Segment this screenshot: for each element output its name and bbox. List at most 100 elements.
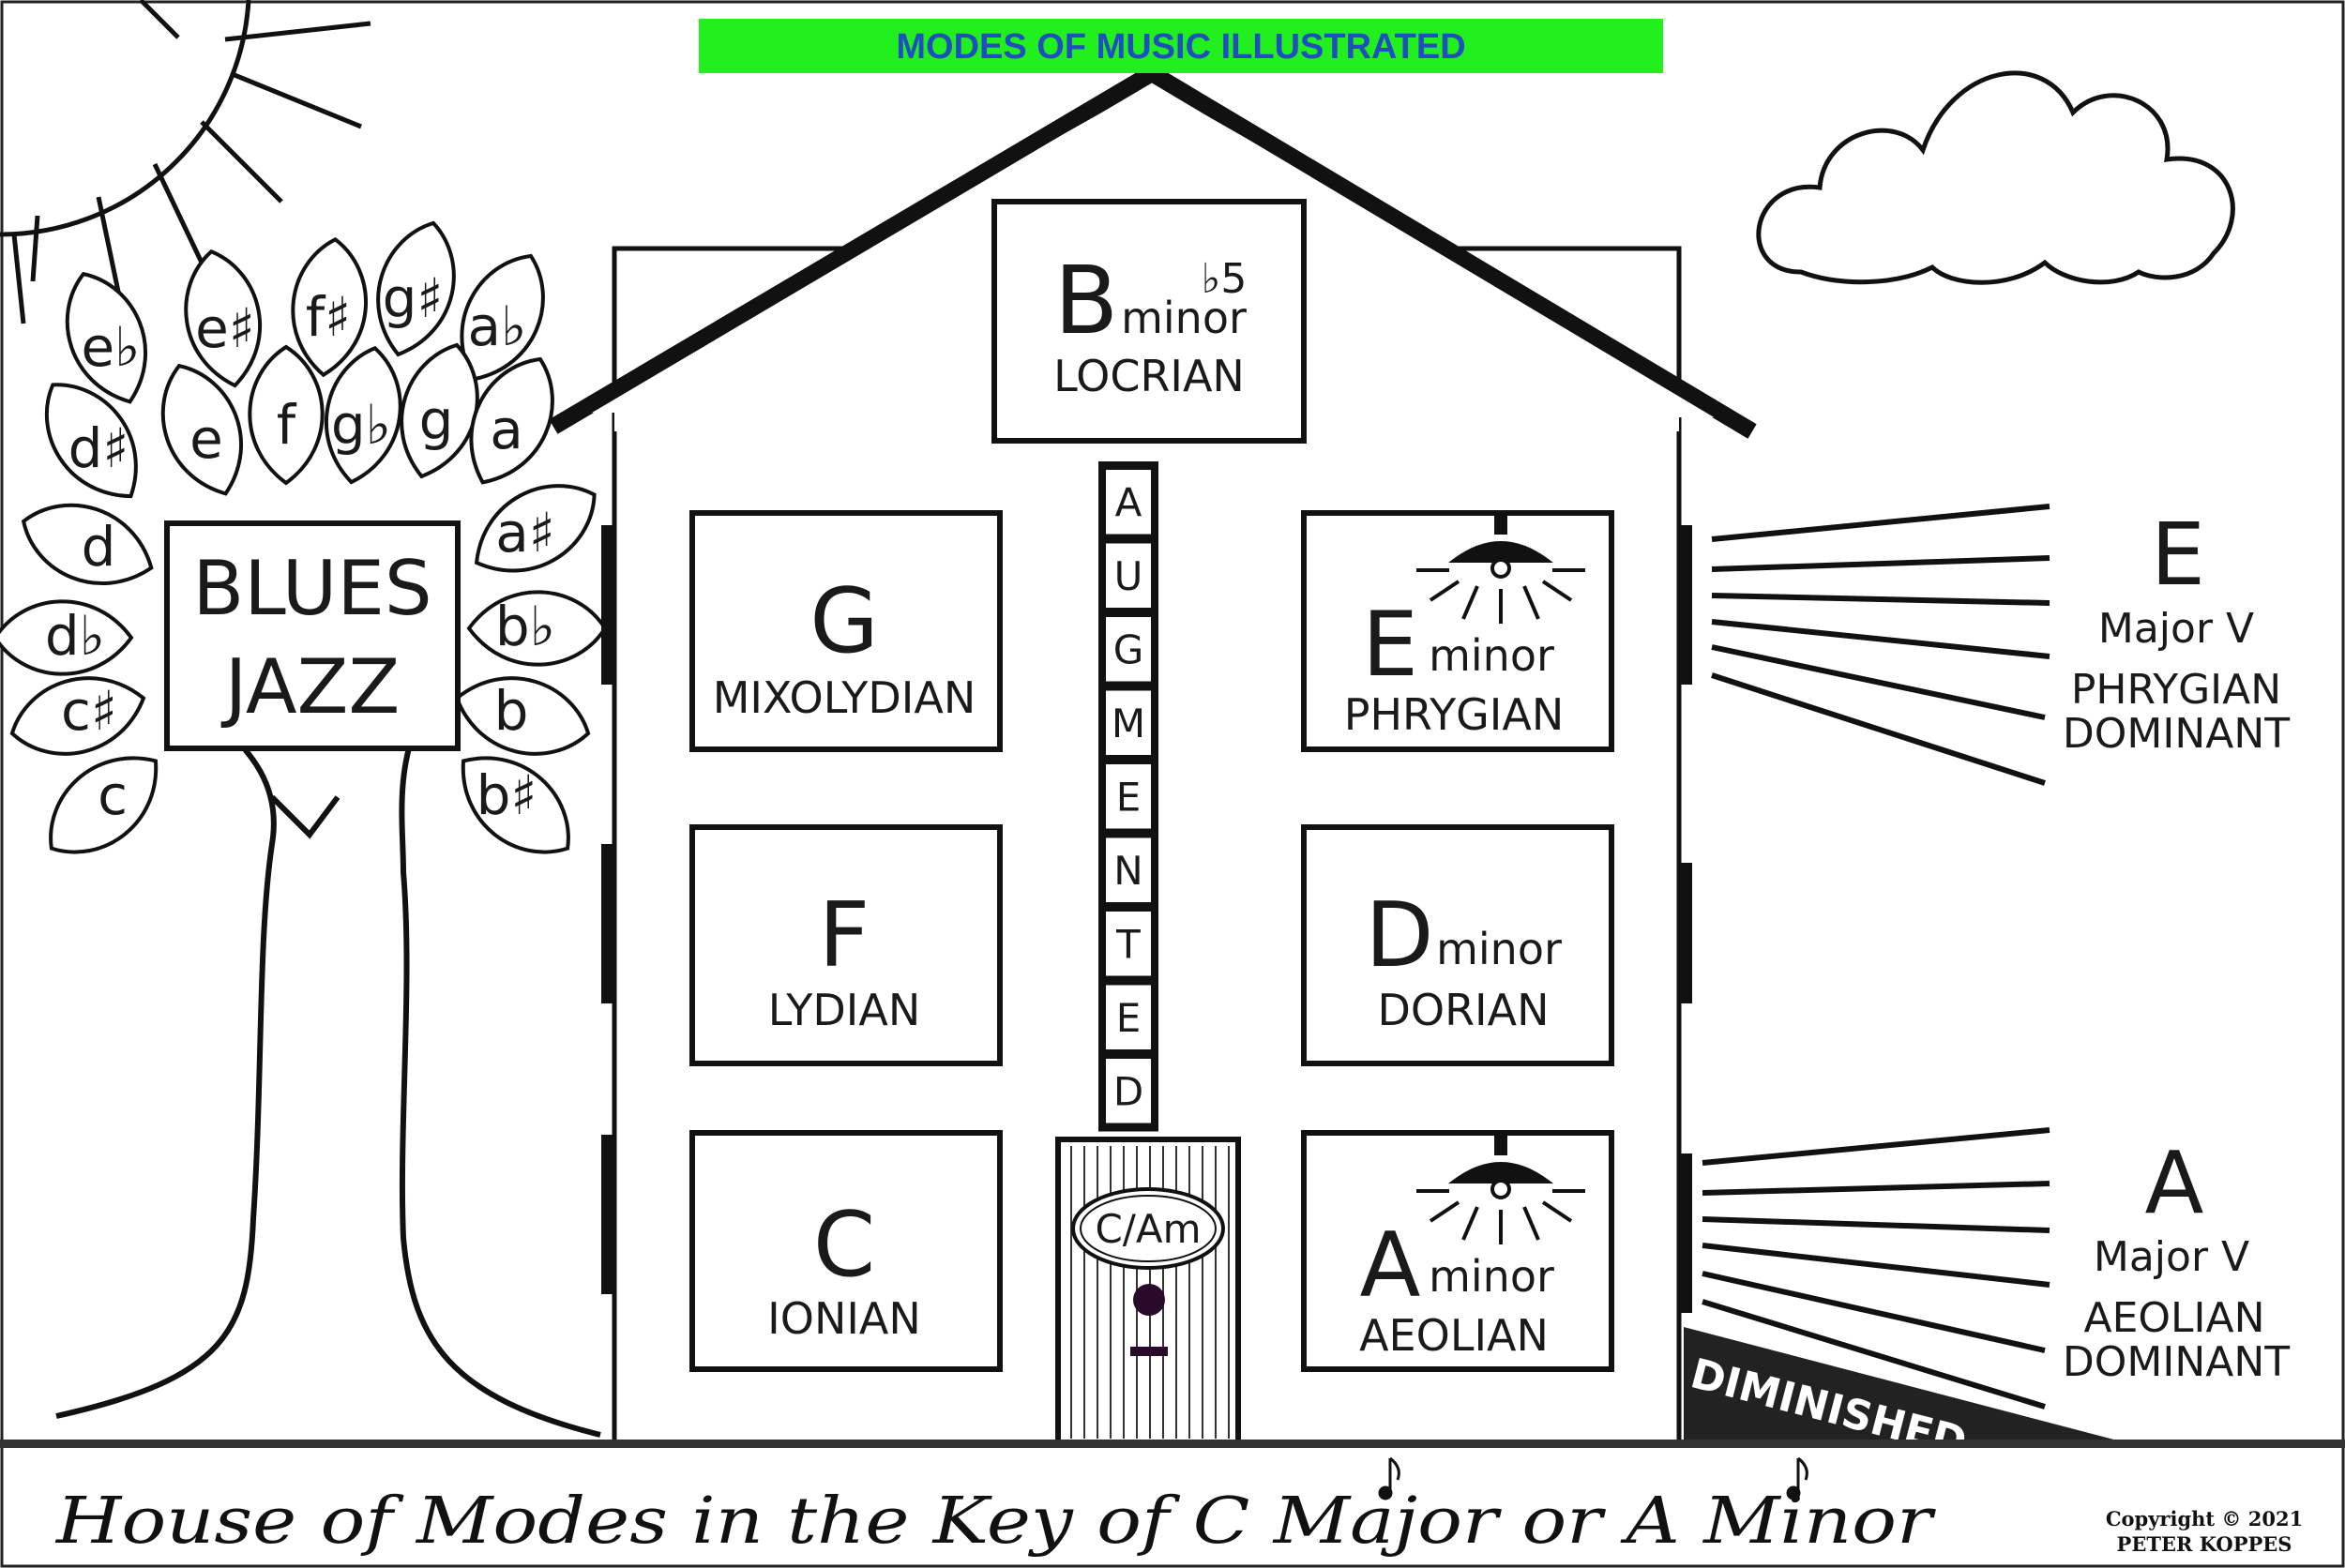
ladder-letter: D bbox=[1113, 1068, 1143, 1114]
leaf-note-label: e bbox=[189, 407, 223, 471]
light-rays-lower bbox=[1702, 1127, 2050, 1410]
attic-superscript: ♭5 bbox=[1202, 255, 1248, 303]
room-d-letter: D bbox=[1365, 884, 1433, 988]
room-e-quality: minor bbox=[1429, 630, 1554, 681]
side-upper-line3: DOMINANT bbox=[2063, 710, 2290, 758]
leaf-note-label: c♯ bbox=[61, 679, 117, 743]
room-window-a: A minor AEOLIAN bbox=[1301, 1130, 1614, 1372]
room-window-c: C IONIAN bbox=[689, 1130, 1003, 1372]
side-lower-line2: AEOLIAN bbox=[2083, 1294, 2264, 1342]
tree-trunk bbox=[55, 710, 601, 1438]
leaf: d bbox=[21, 503, 154, 585]
front-door: C/Am bbox=[1055, 1137, 1241, 1447]
door-slot bbox=[1130, 1347, 1168, 1356]
ladder-cell bbox=[1106, 837, 1151, 902]
wall-tabs bbox=[601, 525, 1692, 1313]
leaf-note-label: b♭ bbox=[495, 595, 555, 658]
diminished-ramp bbox=[1684, 1327, 2125, 1442]
ladder-letter: T bbox=[1115, 921, 1141, 967]
title-text: MODES OF MUSIC ILLUSTRATED bbox=[896, 27, 1465, 67]
leaf: b♭ bbox=[466, 590, 608, 667]
leaf-note-label: b bbox=[494, 679, 529, 743]
room-a-mode: AEOLIAN bbox=[1359, 1310, 1549, 1361]
lamp-icon bbox=[1416, 514, 1585, 624]
leaf-note-label: a♯ bbox=[495, 501, 555, 565]
ladder-cell bbox=[1106, 690, 1151, 755]
attic-window bbox=[991, 199, 1307, 444]
side-label-lower: A Major V AEOLIAN DOMINANT bbox=[2063, 1133, 2290, 1386]
leaf: c♯ bbox=[9, 676, 146, 756]
room-f-letter: F bbox=[819, 884, 870, 988]
room-window-d: D minor DORIAN bbox=[1301, 824, 1614, 1066]
attic-letter: B bbox=[1054, 246, 1119, 355]
door-knob bbox=[1133, 1284, 1165, 1316]
sun-icon bbox=[0, 0, 371, 324]
leaf-note-label: g♭ bbox=[331, 393, 391, 457]
ladder-cell bbox=[1106, 912, 1151, 976]
cloud-icon bbox=[1756, 70, 2235, 285]
ladder-letter: E bbox=[1116, 774, 1142, 820]
leaf: g bbox=[400, 342, 479, 479]
leaf: e♯ bbox=[184, 249, 263, 388]
ladder-letter: G bbox=[1113, 626, 1144, 672]
blues-jazz-box bbox=[164, 520, 461, 751]
ladder-letter: U bbox=[1114, 553, 1143, 599]
room-e-mode: PHRYGIAN bbox=[1344, 689, 1565, 740]
ladder-cell bbox=[1106, 470, 1151, 535]
room-g-mode: MIXOLYDIAN bbox=[713, 672, 976, 723]
leaf: a bbox=[469, 356, 554, 485]
room-f-mode: LYDIAN bbox=[768, 985, 920, 1035]
ladder-cell bbox=[1106, 1059, 1151, 1123]
blues-label: BLUES bbox=[192, 545, 431, 632]
leaf-note-label: a♭ bbox=[468, 294, 527, 358]
room-g-letter: G bbox=[809, 570, 879, 673]
leaf: a♭ bbox=[460, 253, 545, 382]
room-d-mode: DORIAN bbox=[1377, 985, 1549, 1035]
leaf-note-label: g♯ bbox=[383, 266, 444, 330]
ladder-letter: M bbox=[1112, 701, 1145, 746]
room-window-e: E minor PHRYGIAN bbox=[1301, 510, 1614, 752]
leaf-note-label: f bbox=[277, 393, 297, 457]
ladder-cell bbox=[1106, 617, 1151, 682]
room-window-f: F LYDIAN bbox=[689, 824, 1003, 1066]
room-e-letter: E bbox=[1362, 594, 1418, 697]
ladder-letter: A bbox=[1115, 479, 1142, 525]
attic-mode: LOCRIAN bbox=[1053, 351, 1245, 401]
lamp-icon bbox=[1416, 1135, 1585, 1244]
leaf: e bbox=[160, 363, 243, 496]
leaf-note-label: f♯ bbox=[306, 285, 351, 349]
ladder-letter: E bbox=[1116, 995, 1142, 1041]
leaf: a♯ bbox=[474, 484, 597, 573]
leaf-note-label: e♭ bbox=[81, 315, 140, 379]
music-note-icon bbox=[1786, 1456, 1808, 1500]
leaf: e♭ bbox=[65, 271, 147, 404]
room-a-quality: minor bbox=[1429, 1251, 1554, 1302]
leaf-note-label: a bbox=[490, 398, 523, 461]
side-upper-line1: Major V bbox=[2098, 605, 2254, 653]
ladder-cell bbox=[1106, 543, 1151, 608]
leaf-note-label: d♯ bbox=[68, 416, 129, 480]
leaf: g♯ bbox=[376, 220, 456, 357]
copyright-line2: PETER KOPPES bbox=[2117, 1532, 2292, 1556]
leaf: f♯ bbox=[291, 236, 369, 378]
door-sign bbox=[1071, 1187, 1225, 1270]
leaf-note-label: g bbox=[419, 388, 454, 452]
jazz-label: JAZZ bbox=[220, 643, 401, 731]
leaf: d♭ bbox=[0, 599, 134, 676]
leaf: f bbox=[248, 344, 325, 486]
leaf: c bbox=[49, 756, 159, 854]
room-a-letter: A bbox=[1360, 1214, 1421, 1318]
room-c-mode: IONIAN bbox=[767, 1293, 921, 1344]
door-sign-text: C/Am bbox=[1095, 1206, 1201, 1252]
leaf-note-label: b♯ bbox=[477, 763, 537, 827]
leaf: b♯ bbox=[461, 756, 570, 854]
leaf: d♯ bbox=[44, 383, 138, 499]
side-upper-line2: PHRYGIAN bbox=[2071, 666, 2281, 714]
side-lower-letter: A bbox=[2145, 1133, 2204, 1233]
ladder-cell bbox=[1106, 764, 1151, 829]
leaf-note-label: d bbox=[82, 515, 116, 579]
